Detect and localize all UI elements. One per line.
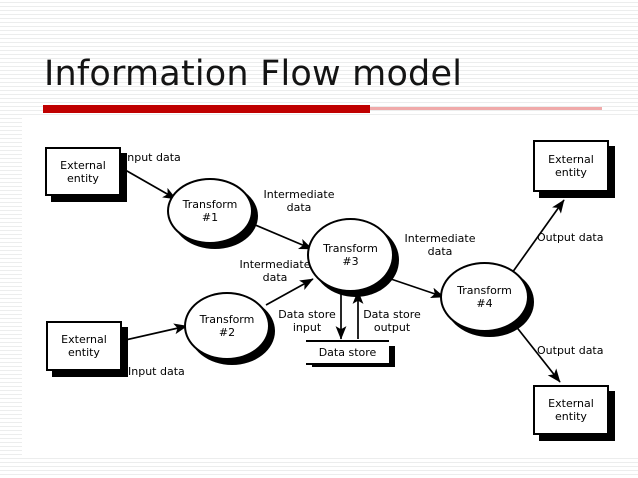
transform-1-bubble[interactable]: Transform #1: [167, 178, 253, 244]
external-entity-label-line1: External: [548, 397, 594, 410]
flow-label-line1: Data store: [363, 308, 421, 321]
flow-label-output-data-top: Output data: [537, 231, 604, 244]
flow-label-input-data-top: Input data: [124, 151, 181, 164]
transform-label-line2: #4: [476, 297, 493, 310]
flow-label-line2: data: [427, 245, 453, 258]
transform-2-bubble[interactable]: Transform #2: [184, 292, 270, 360]
external-entity-label-line1: External: [548, 153, 594, 166]
transform-label-line1: Transform: [457, 284, 512, 297]
external-entity-label-line1: External: [60, 158, 106, 172]
external-entity-bottom-left[interactable]: External entity: [46, 321, 122, 371]
external-entity-label-line1: External: [61, 333, 107, 346]
external-entity-top-right[interactable]: External entity: [533, 140, 609, 192]
flow-label-line2: output: [373, 321, 411, 334]
arrow-entity1-to-transform1: [119, 166, 177, 200]
page-title: Information Flow model: [44, 54, 463, 94]
flow-label-output-data-bottom: Output data: [537, 344, 604, 357]
transform-label-line2: #1: [201, 211, 219, 224]
external-entity-label-line2: entity: [68, 346, 100, 359]
arrow-entity3-to-transform2: [120, 323, 188, 342]
title-accent-bar: [43, 105, 370, 113]
external-entity-bottom-right[interactable]: External entity: [533, 385, 609, 435]
flow-label-line2: data: [286, 201, 312, 214]
transform-3-bubble[interactable]: Transform #3: [307, 218, 394, 292]
transform-label-line1: Transform: [182, 198, 238, 211]
flow-label-line1: Intermediate: [404, 232, 476, 245]
data-store[interactable]: Data store: [306, 340, 389, 365]
transform-label-line2: #2: [218, 326, 236, 339]
transform-label-line2: #3: [342, 255, 359, 268]
transform-4-bubble[interactable]: Transform #4: [440, 262, 529, 332]
flow-label-intermediate-3-4: Intermediate data: [394, 232, 486, 258]
external-entity-label-line2: entity: [67, 171, 99, 185]
flow-label-data-store-input: Data store input: [272, 308, 342, 334]
transform-label-line1: Transform: [323, 242, 378, 255]
external-entity-label-line2: entity: [555, 166, 587, 179]
flow-label-line2: input: [292, 321, 322, 334]
external-entity-label-line2: entity: [555, 410, 587, 423]
flow-label-data-store-output: Data store output: [357, 308, 427, 334]
flow-label-intermediate-2-3: Intermediate data: [229, 258, 321, 284]
arrow-transform1-to-transform3: [252, 223, 313, 250]
transform-label-line1: Transform: [199, 313, 255, 326]
flow-label-line2: data: [262, 271, 288, 284]
flow-label-line1: Data store: [278, 308, 336, 321]
flow-label-line1: Intermediate: [239, 258, 311, 271]
title-accent-bar-thin: [370, 107, 602, 110]
arrow-transform3-to-transform4: [384, 276, 445, 299]
flow-label-intermediate-1-3: Intermediate data: [253, 188, 345, 214]
data-store-label: Data store: [318, 346, 377, 359]
flow-label-line1: Intermediate: [263, 188, 335, 201]
flow-label-input-data-bottom: Input data: [128, 365, 185, 378]
external-entity-top-left[interactable]: External entity: [45, 147, 121, 196]
